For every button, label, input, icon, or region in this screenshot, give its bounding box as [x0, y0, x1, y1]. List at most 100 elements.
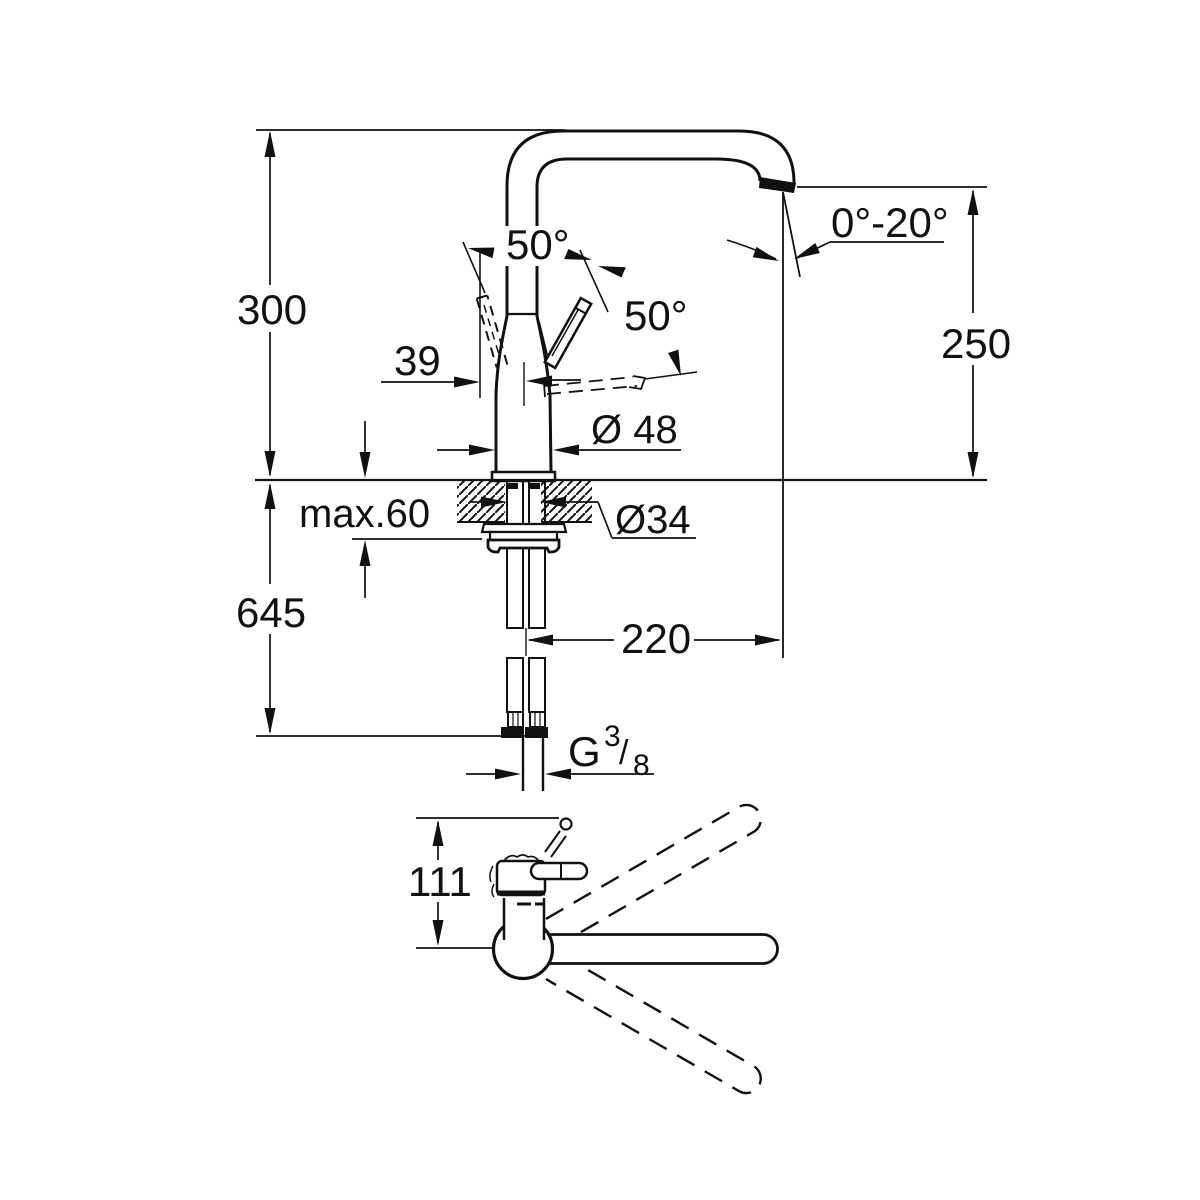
arrowhead-left-icon	[540, 496, 566, 508]
arrowhead-up-icon	[359, 540, 371, 566]
cap-sketch-line	[503, 854, 539, 862]
hose-nut	[501, 727, 524, 738]
spout-arm-top-view	[540, 933, 779, 965]
supply-hose-left	[506, 480, 524, 629]
dimension-lever-angle-left: 50°	[468, 221, 592, 268]
arrowhead-down-icon	[432, 920, 444, 946]
dimension-220: 220	[527, 615, 781, 662]
lever-closed-tip	[628, 375, 647, 391]
arrowhead-icon	[598, 266, 626, 278]
leader-line	[597, 501, 613, 539]
angle-ref-line-center	[579, 249, 609, 313]
spout-aerator	[759, 177, 796, 193]
thread-g: G	[568, 728, 601, 775]
supply-hose-right	[528, 480, 546, 629]
lever-dashed-cap	[476, 294, 488, 300]
body-left-outline	[494, 315, 509, 472]
lever-tip-line	[574, 306, 587, 315]
dimension-spout-tilt: 0°-20°	[726, 199, 949, 261]
arrowhead-down-icon	[264, 451, 276, 477]
angle-50-right-label: 50°	[624, 292, 688, 339]
hose-end-fittings	[501, 711, 548, 738]
dia-48-label: Ø 48	[591, 408, 678, 452]
lever-closed-tick	[543, 382, 546, 398]
lever-top-view	[529, 861, 589, 881]
arrowhead-left-icon	[553, 444, 579, 456]
arrowhead-right-icon	[469, 444, 495, 456]
arrowhead-icon	[668, 349, 681, 376]
lever-dashed-inner	[483, 304, 501, 359]
lever-closed-extension	[644, 371, 698, 380]
max-60-label: max.60	[299, 492, 430, 536]
thread-label: G 3 / 8	[568, 720, 650, 782]
dim-300-label: 300	[237, 286, 307, 333]
angle-50-left-label: 50°	[506, 221, 570, 268]
dimension-body-diameter: Ø 48	[437, 408, 681, 456]
arrowhead-down-icon	[359, 452, 371, 478]
lever-outline	[543, 296, 593, 370]
spout-inner-outline	[535, 157, 762, 316]
lever-closed-edge	[546, 385, 638, 395]
dimension-39: 39	[381, 337, 581, 388]
arrowhead-up-icon	[967, 189, 979, 215]
lever-inner-line	[551, 309, 579, 357]
lever-stem-line	[550, 835, 567, 858]
dimension-thread: G 3 / 8	[466, 720, 654, 782]
dimension-645: 645	[236, 483, 540, 737]
label-halo	[499, 226, 577, 266]
arrowhead-up-icon	[264, 131, 276, 157]
lever-dashed-edge	[486, 295, 509, 365]
hose-ferrule	[529, 711, 546, 728]
dia-34-label: Ø34	[615, 498, 691, 542]
dim-250-label: 250	[941, 320, 1011, 367]
thread-denominator: 8	[633, 749, 650, 782]
lever-position-closed-dashed	[543, 371, 698, 398]
arrowhead-up-icon	[264, 483, 276, 509]
arrowhead-right-icon	[454, 376, 480, 388]
lever-knob-top-view	[559, 817, 573, 831]
arrowhead-icon	[794, 243, 820, 259]
spout-tilt-line	[782, 191, 801, 278]
supply-hose-left-lower	[506, 657, 524, 713]
lever-open	[543, 296, 593, 370]
lever-position-left-dashed	[475, 294, 509, 368]
arrowhead-icon	[564, 249, 592, 260]
body-mask	[504, 898, 544, 945]
arrowhead-left-icon	[526, 375, 552, 387]
top-view	[489, 803, 779, 1095]
dimension-counter-thickness: max.60	[299, 421, 482, 598]
dimension-hole-diameter: Ø34	[471, 496, 696, 542]
spout-outer-outline	[505, 129, 796, 316]
dim-39-label: 39	[394, 337, 441, 384]
thread-slash: /	[619, 734, 629, 772]
angle-ref-line-left	[462, 241, 486, 294]
dimension-111: 111	[408, 817, 559, 949]
arrowhead-left-icon	[527, 634, 553, 646]
arrowhead-icon	[752, 246, 779, 261]
hose-nut	[525, 727, 548, 738]
shank-thread-mark	[508, 483, 518, 489]
dimension-300: 300	[237, 129, 565, 477]
dim-111-label: 111	[408, 858, 472, 905]
lever-dashed-edge	[475, 298, 498, 368]
thread-numerator: 3	[604, 720, 621, 753]
lever-closed-edge	[544, 376, 634, 387]
arrowhead-up-icon	[432, 820, 444, 846]
dimension-lever-angle-right: 50°	[598, 266, 688, 376]
dim-220-label: 220	[621, 615, 691, 662]
arrowhead-right-icon	[481, 496, 507, 508]
spout-swivel-lower-dashed	[545, 953, 762, 1095]
arrowhead-down-icon	[967, 452, 979, 478]
arrowhead-right-icon	[495, 768, 521, 780]
dimension-250: 250	[797, 186, 1011, 478]
cap-sketch-line	[489, 865, 495, 898]
tilt-range-label: 0°-20°	[831, 199, 949, 246]
spout-swivel-upper-dashed	[545, 803, 762, 945]
hose-ferrule	[507, 711, 524, 728]
dim-645-label: 645	[236, 589, 306, 636]
side-view	[462, 129, 801, 658]
mounting-washer	[480, 522, 568, 534]
mounting-nut	[486, 538, 561, 554]
